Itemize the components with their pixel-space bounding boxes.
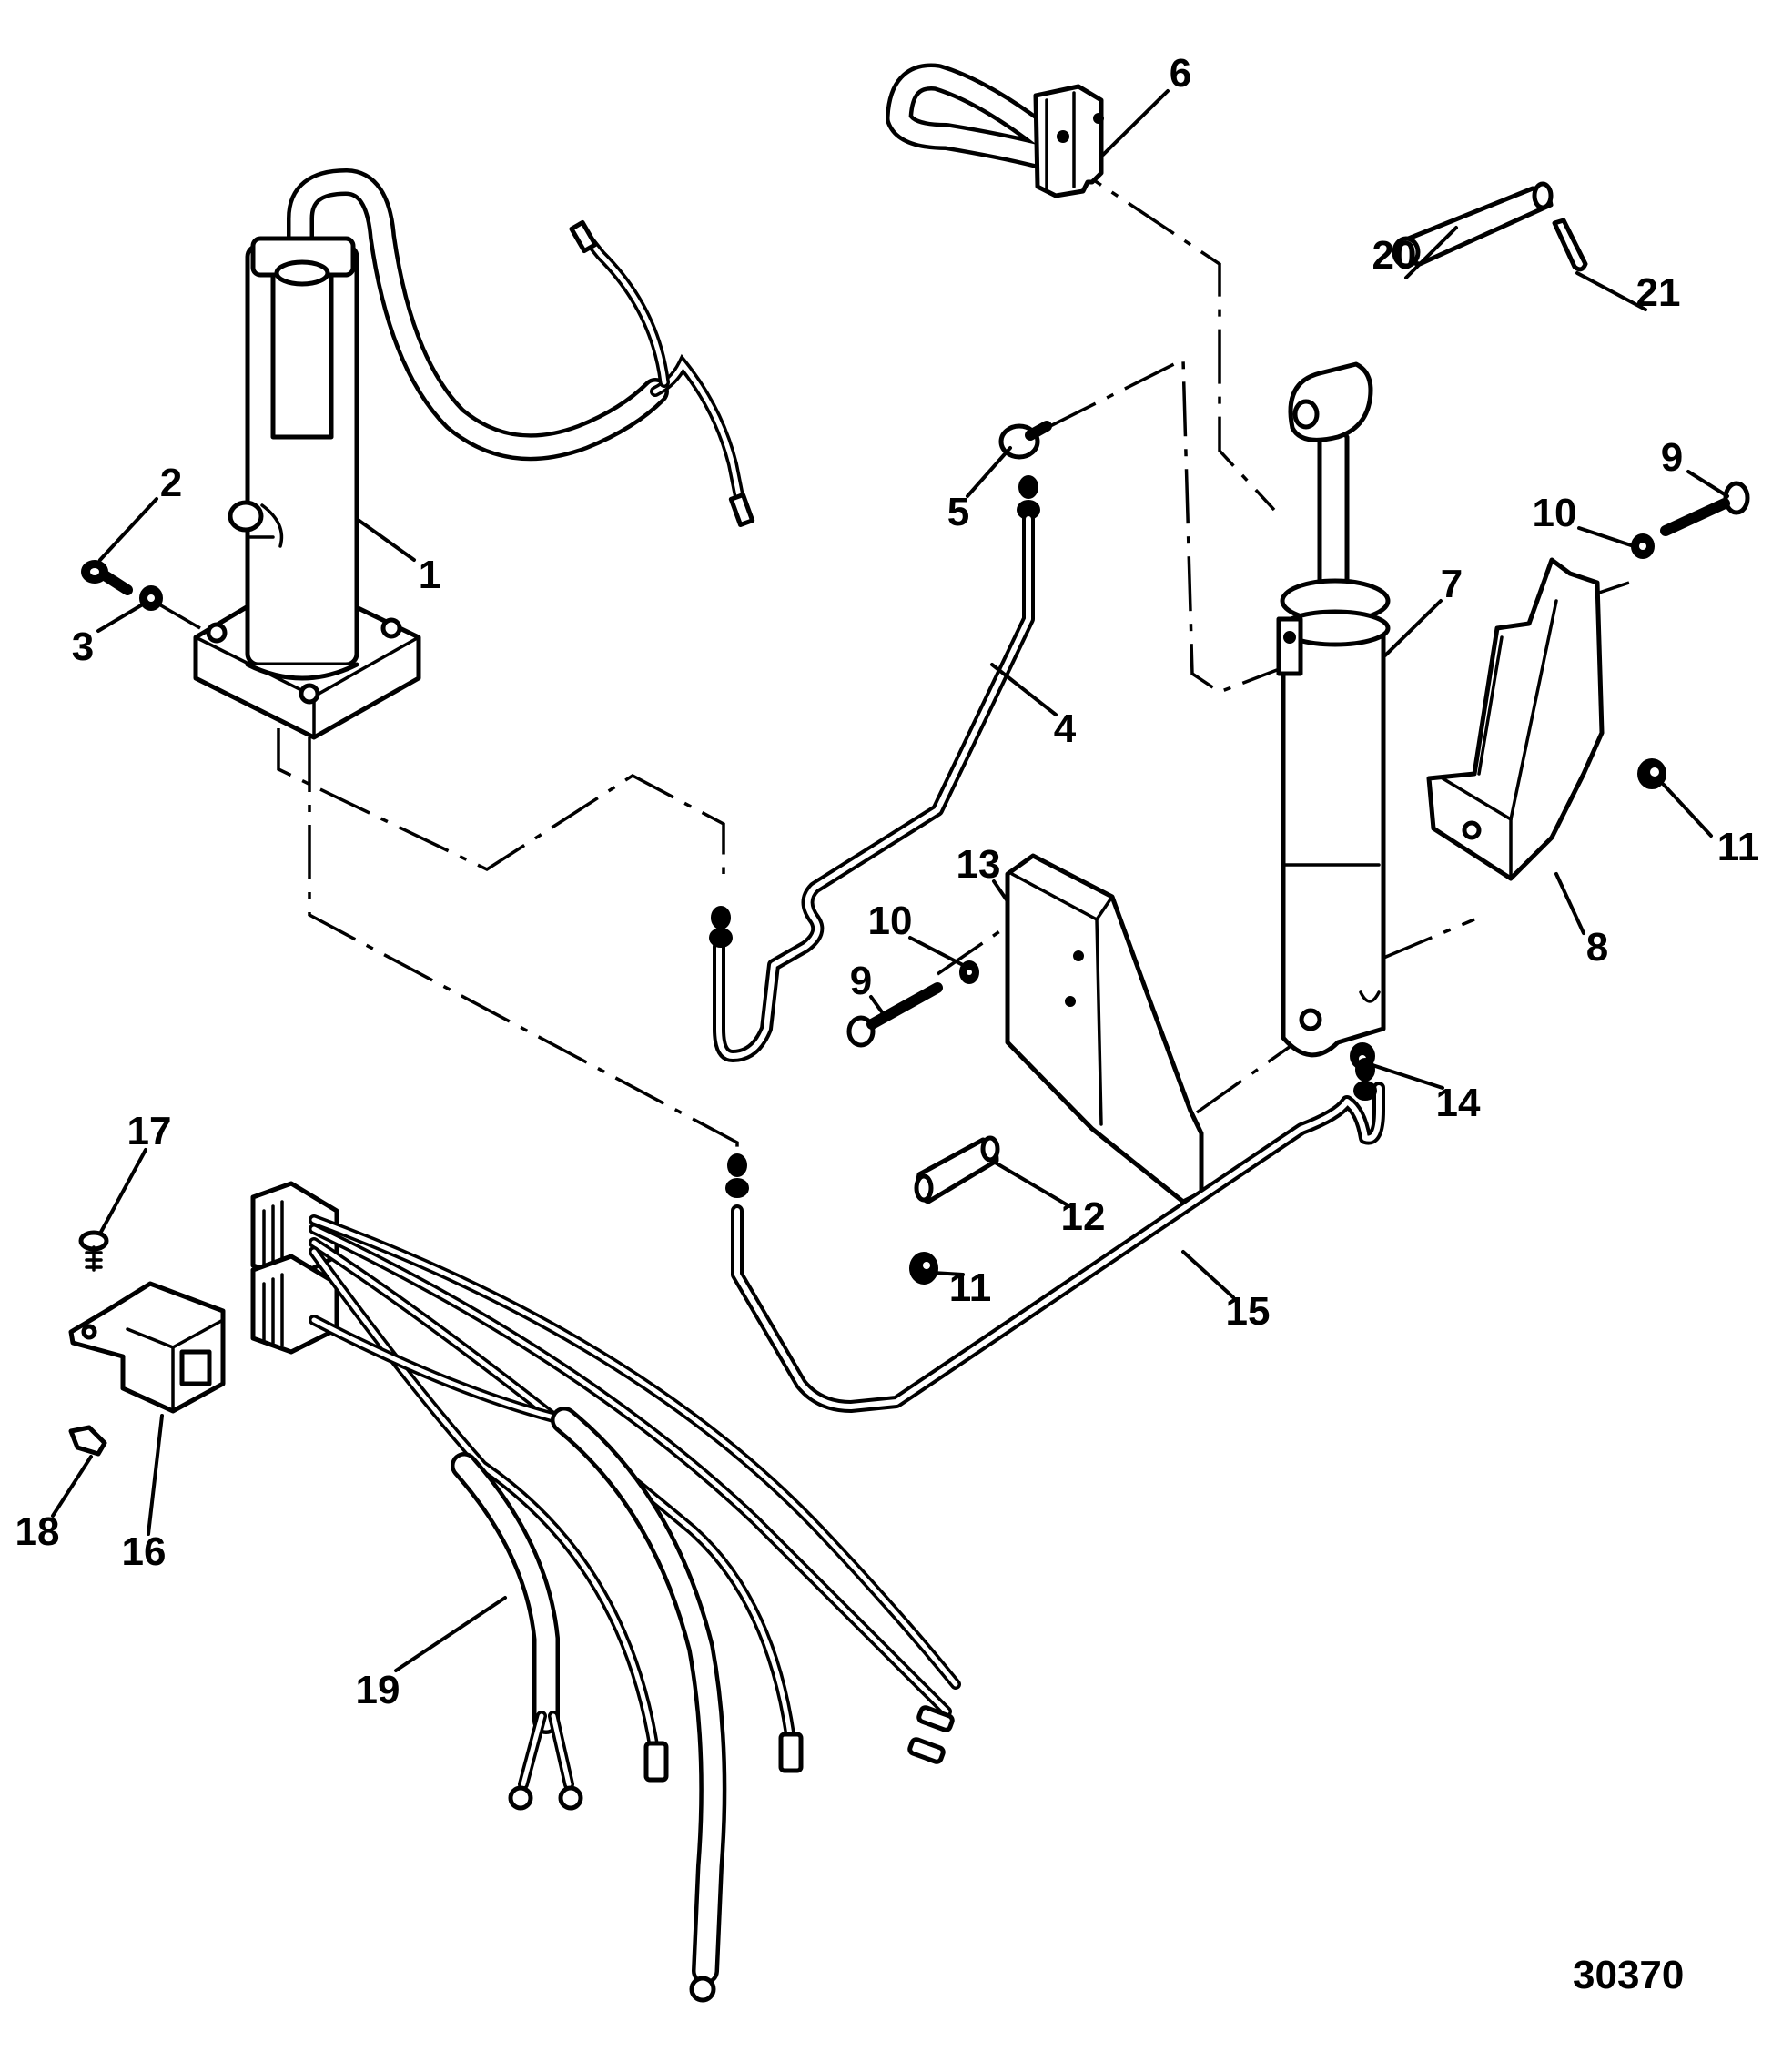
leader-7: [1383, 599, 1443, 657]
callout-11-mid: 11: [948, 1265, 992, 1310]
leader-9-right: [1686, 470, 1729, 498]
callout-11-right: 11: [1716, 825, 1760, 869]
alignment-line-bolt9-to-bracket13: [937, 929, 1002, 976]
leader-3: [96, 604, 143, 633]
alignment-line-sender-to-cylinder: [1055, 153, 1276, 512]
leader-10-right: [1577, 526, 1635, 548]
callout-15: 15: [1225, 1289, 1271, 1334]
leader-17: [98, 1148, 147, 1235]
hydraulic-hose-part-15: [725, 1058, 1385, 1413]
leader-8: [1554, 872, 1585, 935]
leader-15: [1181, 1250, 1235, 1299]
elbow-fitting-part-5: [998, 421, 1052, 520]
callout-16: 16: [121, 1529, 167, 1574]
relay-part-16: [68, 1281, 226, 1414]
leader-18: [51, 1455, 93, 1518]
callout-2: 2: [159, 461, 183, 505]
alignment-line-elbow-to-cylinder: [1046, 357, 1316, 694]
leader-1: [355, 517, 416, 562]
callout-19: 19: [355, 1668, 400, 1712]
leader-9-mid: [869, 995, 889, 1021]
leader-14: [1371, 1063, 1444, 1090]
alignment-line-pump-to-hose4: [277, 728, 725, 874]
leader-11-right: [1662, 783, 1713, 838]
leader-6: [1101, 89, 1170, 157]
leader-2: [98, 497, 158, 562]
mounting-bracket-part-8: [1426, 557, 1605, 881]
callout-21: 21: [1635, 270, 1681, 315]
cotter-pin-part-21: [1552, 218, 1588, 272]
nut-part-11-mid: [909, 1252, 938, 1285]
leader-4: [990, 663, 1058, 716]
pin-part-20: [1392, 181, 1554, 269]
nut-part-11-right: [1637, 758, 1666, 789]
leader-13: [992, 879, 1009, 903]
callout-13: 13: [956, 842, 1001, 887]
leader-16: [147, 1414, 164, 1536]
callout-10-right: 10: [1532, 491, 1577, 535]
callout-9-mid: 9: [849, 959, 873, 1003]
figure-number: 30370: [1573, 1953, 1685, 1997]
callout-9-right: 9: [1660, 435, 1684, 480]
pump-motor-assembly: [193, 168, 755, 740]
washer-part-10-mid: [959, 960, 979, 984]
bolt-part-9-mid: [846, 982, 943, 1048]
callout-3: 3: [71, 625, 95, 669]
leader-5: [966, 446, 1012, 498]
callout-14: 14: [1435, 1081, 1481, 1125]
alignment-line-pump-to-hose15: [308, 737, 739, 1170]
callout-18: 18: [15, 1509, 60, 1554]
wiring-harness-part-19: [250, 1181, 961, 2003]
leader-11-mid: [931, 1271, 965, 1276]
callout-17: 17: [127, 1109, 172, 1153]
callout-7: 7: [1440, 562, 1463, 606]
leader-lines: [51, 89, 1729, 1672]
pivot-pin-part-12: [914, 1135, 1000, 1204]
trim-sender-bracket: [886, 63, 1104, 198]
screw-part-17: [78, 1230, 109, 1272]
hydraulic-hose-part-4: [709, 513, 1035, 1062]
callout-10-mid: 10: [867, 899, 913, 943]
callout-1: 1: [418, 553, 441, 597]
callout-20: 20: [1372, 233, 1417, 278]
leader-19: [394, 1596, 507, 1672]
bolt-part-9-right: [1660, 481, 1750, 536]
leader-10-mid: [908, 936, 965, 967]
callout-8: 8: [1585, 925, 1609, 970]
clip-part-18: [68, 1425, 107, 1457]
leader-20: [1404, 226, 1458, 279]
leader-12: [990, 1159, 1071, 1208]
callout-4: 4: [1053, 706, 1077, 751]
screw-part-2: [81, 560, 133, 595]
washer-part-3: [139, 585, 163, 611]
callout-12: 12: [1060, 1194, 1106, 1239]
callout-6: 6: [1169, 51, 1192, 96]
callout-5: 5: [947, 490, 970, 534]
mounting-bracket-part-13: [1005, 853, 1204, 1204]
alignment-line-cylinder-to-bracket8: [1381, 918, 1475, 960]
leader-21: [1575, 271, 1647, 311]
trim-cylinder: [1276, 361, 1391, 1058]
